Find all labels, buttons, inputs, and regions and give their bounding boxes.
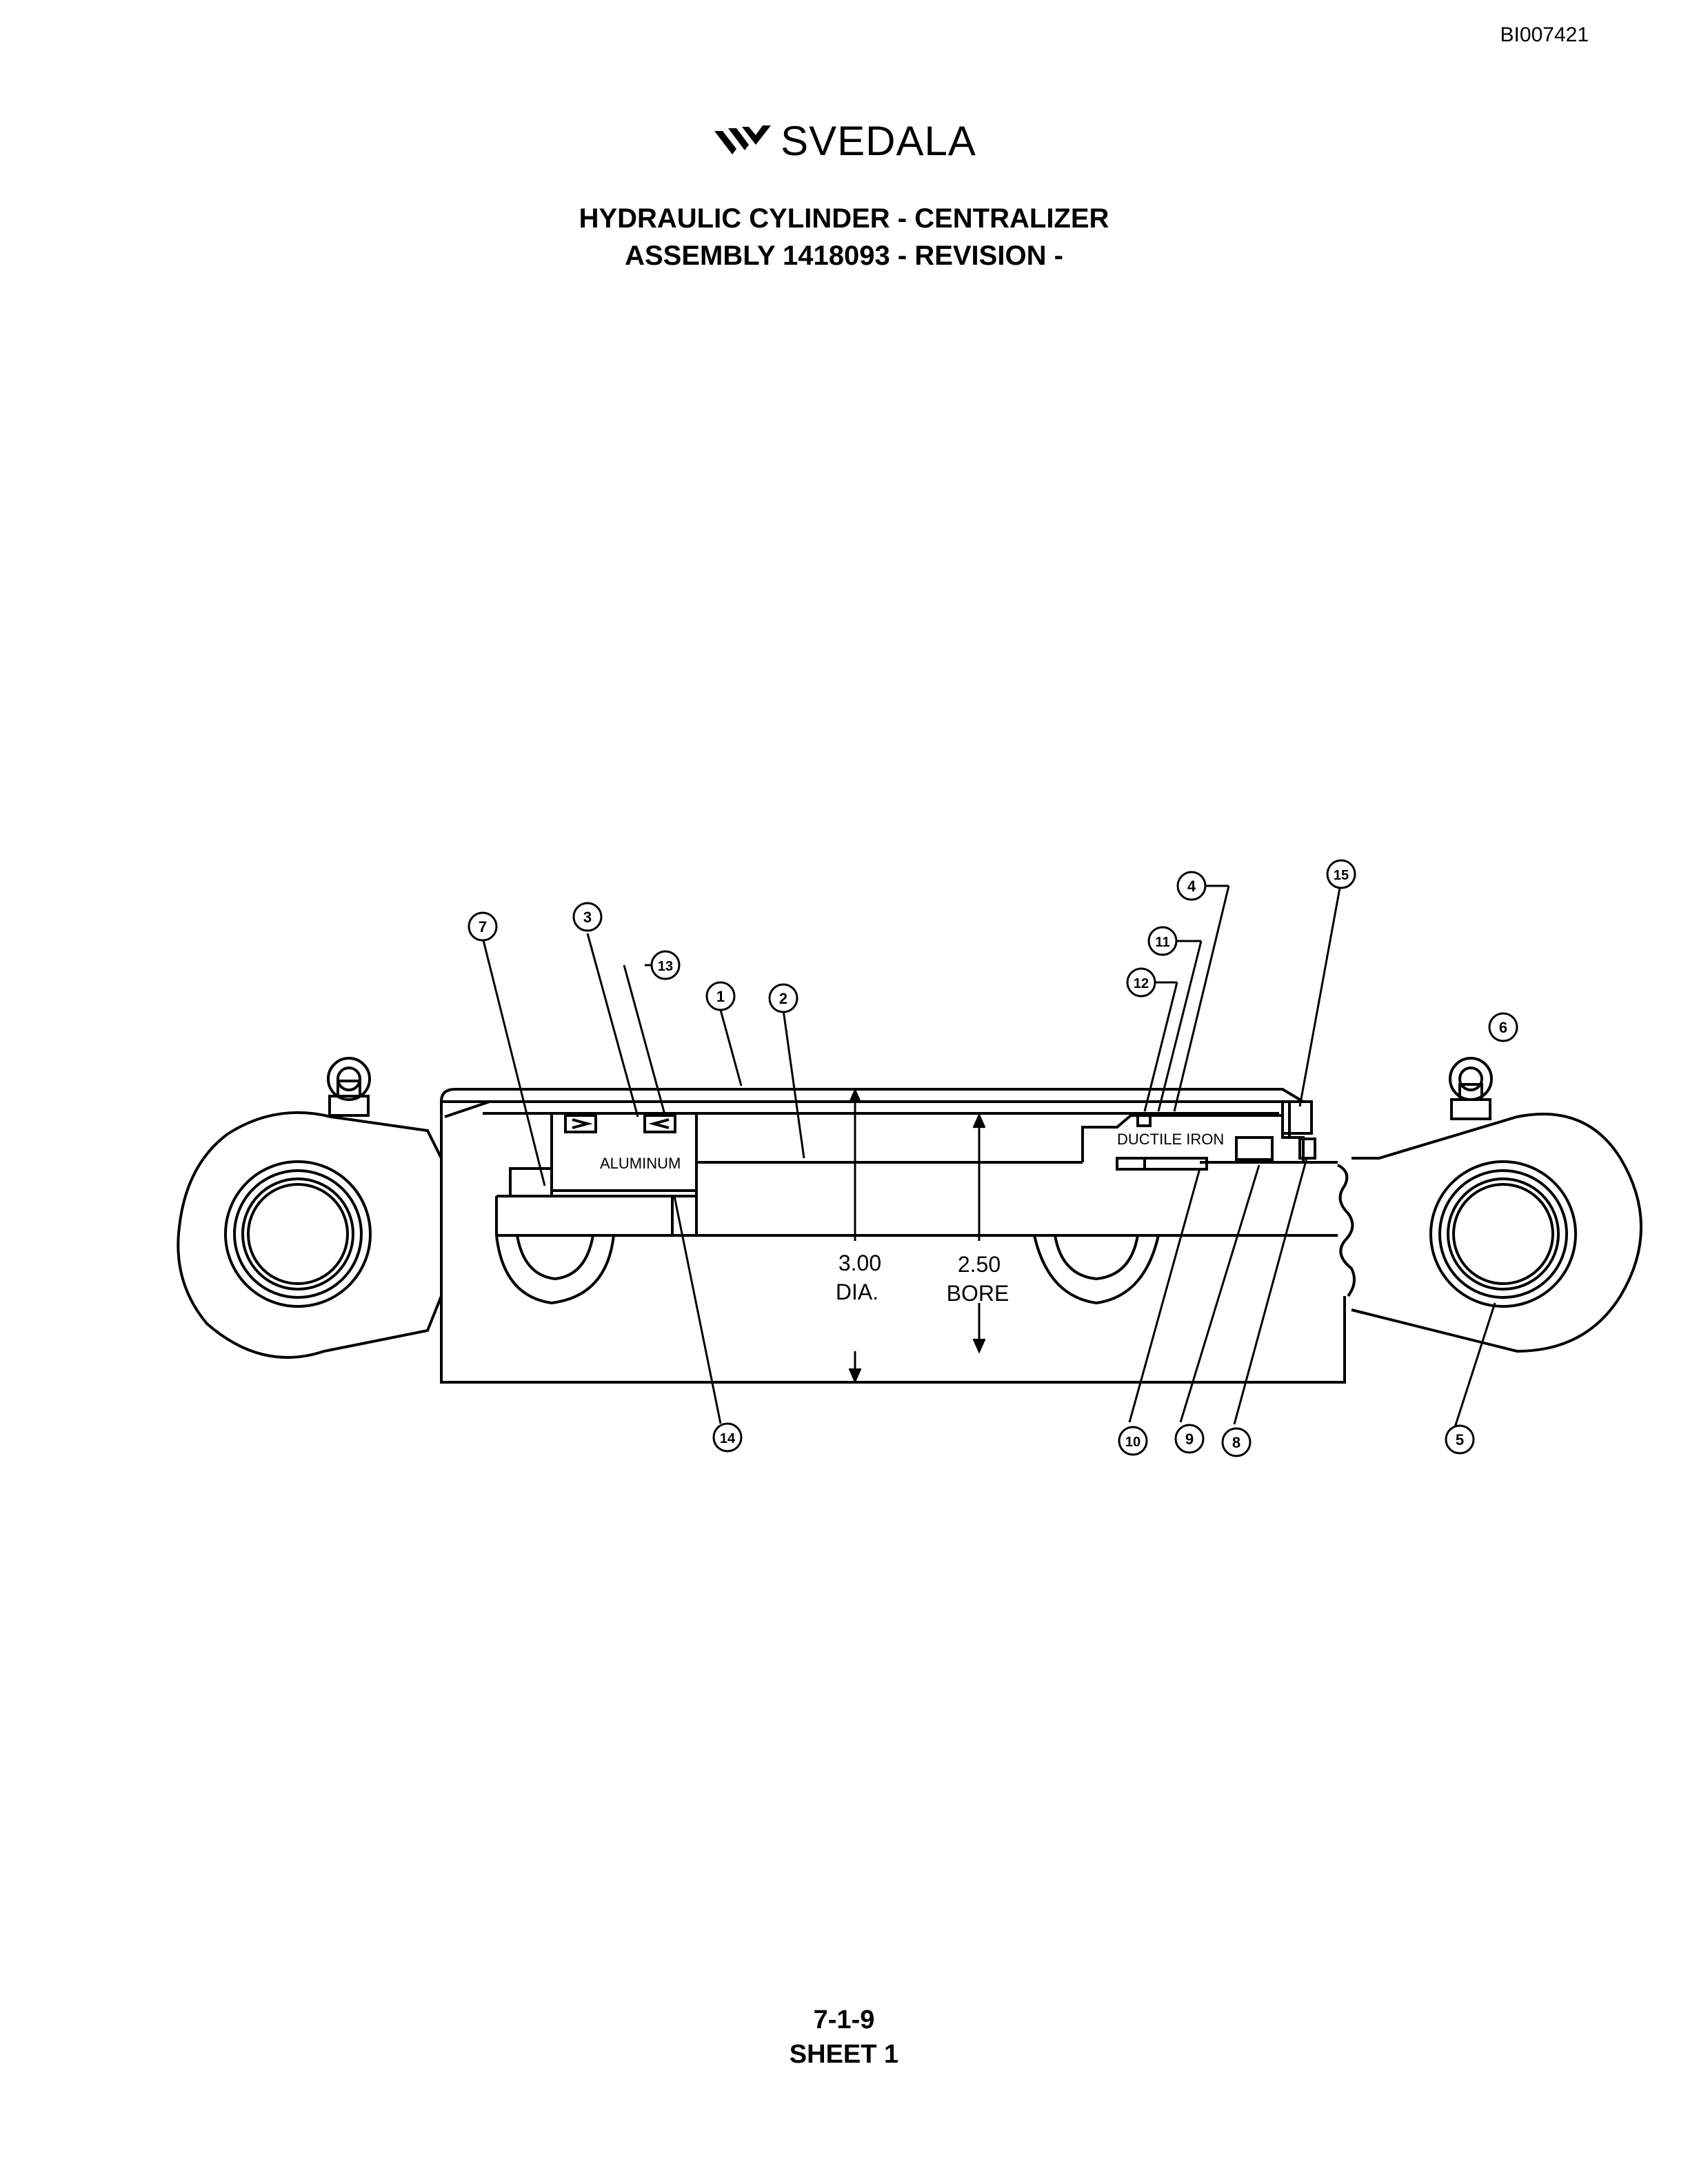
gland-material-label: DUCTILE IRON [1117,1131,1224,1148]
callout-7: 7 [468,911,498,942]
svg-text:5: 5 [1456,1431,1464,1448]
svg-text:10: 10 [1125,1435,1141,1450]
svg-text:14: 14 [720,1431,736,1446]
callout-6: 6 [1488,1012,1518,1042]
svedala-logo-icon [714,125,772,154]
page-number: 7-1-9 [813,2005,875,2034]
svg-text:13: 13 [658,959,673,974]
callout-13: 13 [650,950,681,980]
callout-4: 4 [1176,871,1207,901]
right-eye-mount [1337,1113,1642,1353]
svg-text:6: 6 [1499,1019,1507,1036]
callout-9: 9 [1174,1424,1205,1454]
svg-text:8: 8 [1232,1434,1240,1451]
piston [509,1112,698,1197]
left-eye-mount [177,1111,443,1359]
svg-text:4: 4 [1187,878,1196,895]
callout-10: 10 [1118,1426,1148,1456]
svg-text:3: 3 [583,909,592,926]
svg-text:1: 1 [716,988,725,1005]
gland [1081,1100,1316,1171]
callout-8: 8 [1221,1427,1252,1457]
bore-label: BORE [947,1281,1009,1306]
barrel-diameter-value: 3.00 [838,1251,881,1275]
brand-logo: SVEDALA [0,117,1688,165]
drawing-title: HYDRAULIC CYLINDER - CENTRALIZER ASSEMBL… [0,200,1688,274]
right-grease-fitting [1449,1057,1493,1120]
callout-3: 3 [572,902,603,932]
svg-text:9: 9 [1185,1430,1194,1448]
leader-lines [481,884,1496,1428]
barrel-diameter-label: DIA. [836,1280,878,1304]
piston-rod [495,1161,1338,1237]
svg-text:15: 15 [1334,868,1349,883]
title-line-2: ASSEMBLY 1418093 - REVISION - [625,241,1063,271]
piston-material-label: ALUMINUM [600,1155,681,1172]
svg-text:7: 7 [479,918,487,936]
document-id: BI007421 [1500,23,1589,46]
dimension-lines [848,1088,986,1384]
callout-14: 14 [712,1422,743,1453]
svg-text:12: 12 [1134,976,1149,991]
callout-12: 12 [1126,967,1156,998]
brand-name: SVEDALA [781,118,976,164]
callout-11: 11 [1147,926,1178,956]
callout-15: 15 [1326,859,1356,889]
callout-2: 2 [768,983,798,1013]
bore-value: 2.50 [958,1252,1001,1277]
left-grease-fitting [327,1057,371,1117]
ports [495,1235,1160,1305]
svg-text:11: 11 [1155,935,1169,950]
page-footer: 7-1-9 SHEET 1 [0,2003,1688,2072]
cylinder-cross-section-diagram: ALUMINUM DUCTILE IRON 3.00 DIA. 2.50 BOR… [177,859,1642,1457]
svg-text:2: 2 [779,990,787,1007]
sheet-number: SHEET 1 [789,2040,899,2069]
callout-1: 1 [705,981,736,1011]
title-line-1: HYDRAULIC CYLINDER - CENTRALIZER [579,203,1109,234]
callout-5: 5 [1445,1424,1475,1455]
